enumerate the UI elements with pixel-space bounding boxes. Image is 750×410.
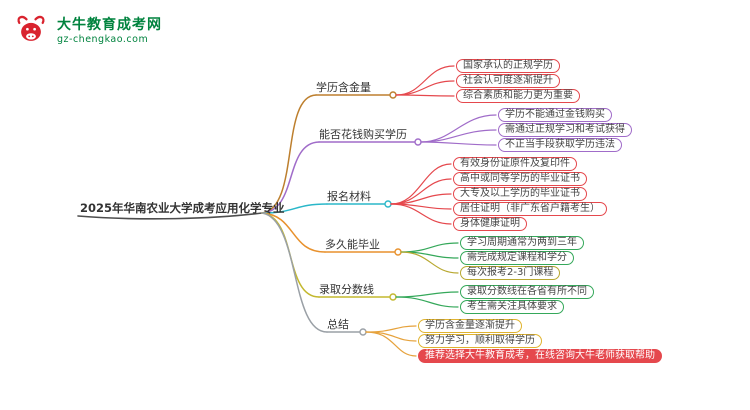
site-logo[interactable]: 大牛教育成考网 gz-chengkao.com [12, 12, 162, 50]
logo-text: 大牛教育成考网 gz-chengkao.com [57, 17, 162, 46]
leaf-node: 录取分数线在各省有所不同 [460, 285, 594, 299]
leaf-node: 需通过正规学习和考试获得 [498, 123, 632, 137]
branch-application-materials: 报名材料 [327, 190, 371, 203]
leaf-node: 学习周期通常为两到三年 [460, 236, 584, 250]
branch-summary: 总结 [327, 318, 349, 331]
leaf-node: 国家承认的正规学历 [456, 59, 560, 73]
leaf-node: 身体健康证明 [453, 217, 527, 231]
branch-admission-score: 录取分数线 [319, 283, 374, 296]
leaf-node: 学历不能通过金钱购买 [498, 108, 612, 122]
leaf-node: 大专及以上学历的毕业证书 [453, 187, 587, 201]
leaf-node: 每次报考2-3门课程 [460, 266, 561, 280]
branch-graduation-time: 多久能毕业 [325, 238, 380, 251]
leaf-node: 不正当手段获取学历违法 [498, 138, 622, 152]
logo-title: 大牛教育成考网 [57, 16, 162, 33]
leaf-node: 综合素质和能力更为重要 [456, 89, 580, 103]
bull-logo-icon [12, 12, 50, 50]
leaf-node: 社会认可度逐渐提升 [456, 74, 560, 88]
leaf-node-cta: 推荐选择大牛教育成考，在线咨询大牛老师获取帮助 [418, 349, 662, 363]
leaf-node: 努力学习，顺利取得学历 [418, 334, 542, 348]
logo-url: gz-chengkao.com [57, 33, 149, 45]
leaf-node: 有效身份证原件及复印件 [453, 157, 577, 171]
leaf-node: 学历含金量逐渐提升 [418, 319, 522, 333]
branch-degree-value: 学历含金量 [316, 81, 371, 94]
leaf-node: 考生需关注具体要求 [460, 300, 564, 314]
leaf-node: 需完成规定课程和学分 [460, 251, 574, 265]
leaf-node: 高中或同等学历的毕业证书 [453, 172, 587, 186]
central-topic: 2025年华南农业大学成考应用化学专业 [80, 201, 285, 215]
branch-buy-degree: 能否花钱购买学历 [319, 128, 407, 141]
leaf-node: 居住证明（非广东省户籍考生） [453, 202, 607, 216]
